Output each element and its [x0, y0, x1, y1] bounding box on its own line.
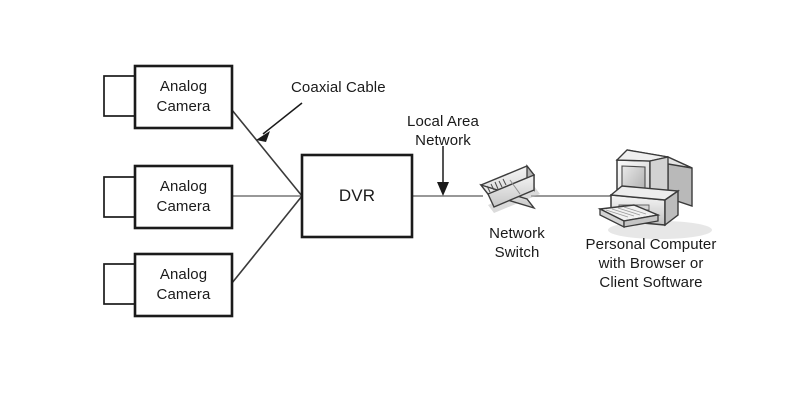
analog-camera-1-label: Analog Camera [156, 78, 211, 115]
analog-camera-3-label: Analog Camera [156, 266, 211, 303]
personal-computer-shape [597, 149, 712, 239]
personal-computer-label: Personal Computer with Browser or Client… [585, 236, 717, 291]
network-switch-shape [479, 164, 540, 213]
network-switch-label: Network Switch [489, 225, 545, 261]
dvr-box-shape [300, 153, 414, 239]
analog-camera-2-label: Analog Camera [156, 178, 211, 215]
analog-camera-2-shape [103, 164, 234, 230]
coaxial-cable-leader [256, 102, 303, 142]
coaxial-cable-label: Coaxial Cable [291, 79, 386, 96]
dvr-label: DVR [338, 186, 376, 205]
analog-camera-3-shape [103, 252, 234, 318]
analog-camera-1-shape [103, 64, 234, 130]
coax-link-camera1 [231, 109, 303, 197]
local-area-network-label: Local Area Network [407, 113, 479, 149]
local-area-network-leader [437, 146, 449, 196]
coax-link-camera3 [231, 195, 303, 284]
camera-to-dvr-links [231, 109, 303, 284]
